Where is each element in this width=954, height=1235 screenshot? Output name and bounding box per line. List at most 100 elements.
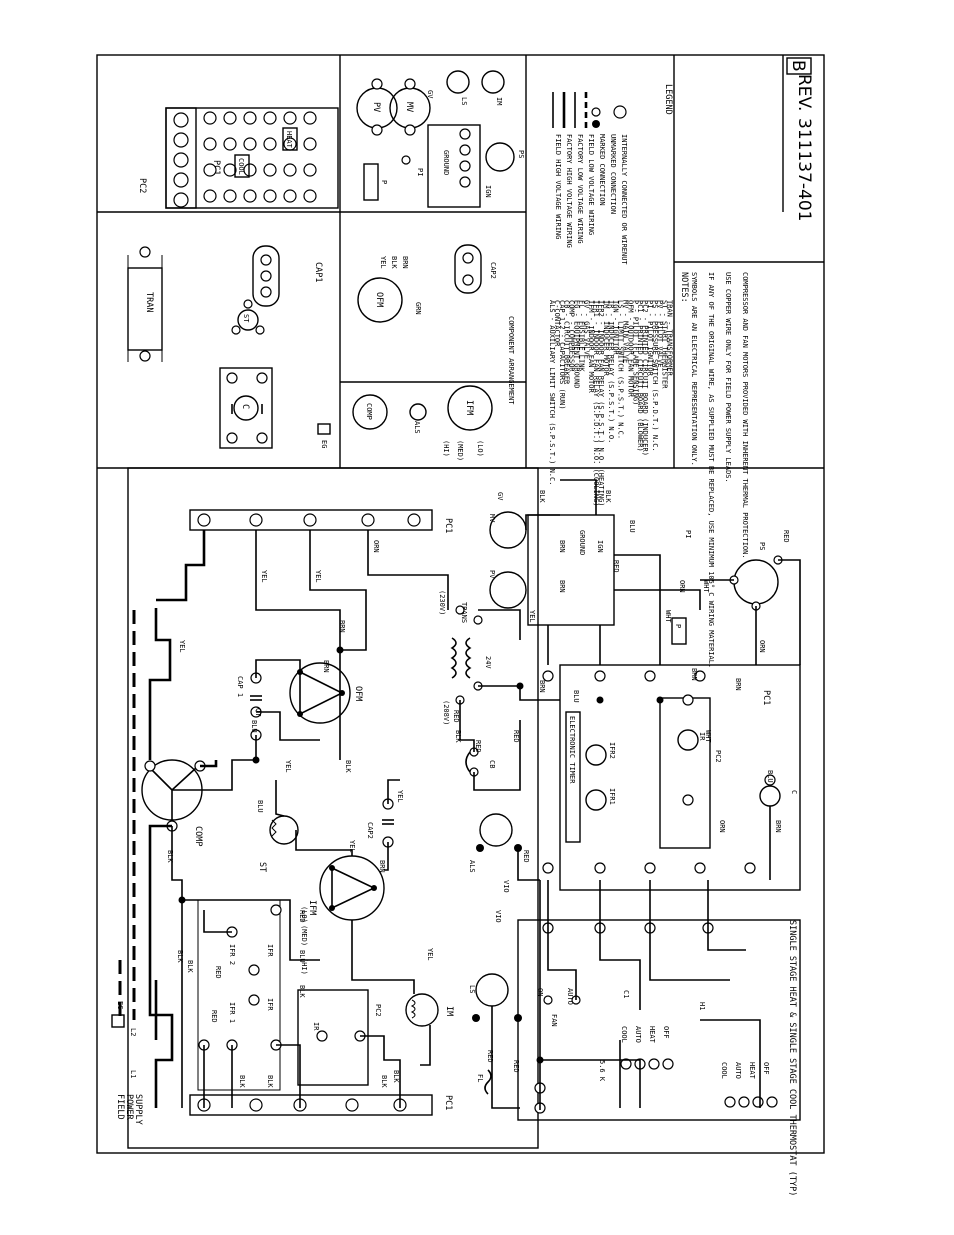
svg-text:PI: PI bbox=[416, 168, 424, 176]
outdoor-fan-motor bbox=[289, 662, 351, 724]
thermostat-caption: SINGLE STAGE HEAT & SINGLE STAGE COOL TH… bbox=[787, 920, 797, 1196]
wire-color-label: BLK bbox=[266, 1075, 274, 1088]
wire-color-label: BRN bbox=[378, 860, 386, 873]
svg-text:GROUND: GROUND bbox=[578, 530, 586, 555]
wire-color-label: RED bbox=[486, 1050, 494, 1063]
wire-color-label: RED bbox=[612, 560, 620, 573]
note-item: IF ANY OF THE ORIGINAL WIRE, AS SUPPLIED… bbox=[707, 272, 715, 668]
wire-color-label: BLK bbox=[298, 985, 306, 998]
svg-text:IFR 2: IFR 2 bbox=[228, 944, 236, 965]
svg-text:5.6 K: 5.6 K bbox=[598, 1060, 606, 1082]
svg-text:LS: LS bbox=[460, 97, 468, 105]
wire-color-label: RED bbox=[512, 730, 520, 743]
wire-color-label: BLK bbox=[392, 1070, 400, 1083]
svg-text:PV: PV bbox=[371, 102, 381, 112]
legend-item: COMP - COMPRESSOR bbox=[568, 300, 576, 372]
thermostat-switch-label: COOL bbox=[620, 1026, 628, 1043]
legend-item: IFR1 - INDOOR FAN RELAY (S.P.D.T.) N.O. … bbox=[592, 300, 600, 507]
svg-text:CB: CB bbox=[488, 760, 496, 768]
pc1-bottom-strip bbox=[189, 1094, 433, 1116]
wire-color-label: RED bbox=[298, 910, 306, 923]
schematic: FIELD POWER SUPPLY L1 L2 EG PC1 PC1 COMP… bbox=[111, 492, 801, 1196]
revision-letter: B bbox=[788, 60, 808, 72]
wire-color-label: BRN bbox=[338, 620, 346, 633]
wire-color-label: RED bbox=[214, 966, 222, 979]
motor-arrangement: OFM YEL BLK BRN GRN CAP2 COMPONENT ARRAN… bbox=[352, 244, 515, 461]
wire-color-label: BLK bbox=[344, 760, 352, 773]
svg-text:IFR: IFR bbox=[266, 998, 274, 1011]
part-number-block: 311137-401 REV. B bbox=[786, 57, 814, 221]
legend-item: IFR2 - INDOOR FAN RELAY (S.P.S.T.) N.O. … bbox=[597, 300, 605, 507]
wire-color-label: BLK bbox=[238, 1075, 246, 1088]
wire-color-label: BLU bbox=[250, 720, 258, 733]
svg-text:ST: ST bbox=[242, 314, 250, 323]
legend-item: CB - CIRCUIT BREAKER bbox=[563, 300, 571, 385]
gas-controls-arrangement: PV MV GV LS IM GROUND IGN PS P PI bbox=[356, 70, 525, 208]
svg-text:MV: MV bbox=[404, 102, 414, 112]
svg-text:IGN: IGN bbox=[596, 540, 604, 553]
wire-color-label: BLU bbox=[628, 520, 636, 533]
thermostat-switch-label: HEAT bbox=[648, 1026, 656, 1044]
svg-text:COOL: COOL bbox=[237, 158, 245, 175]
svg-text:IFR 1: IFR 1 bbox=[228, 1002, 236, 1023]
svg-text:FAN: FAN bbox=[550, 1014, 558, 1027]
cap1-block bbox=[252, 245, 280, 307]
wire-color-label: VIO bbox=[502, 880, 510, 893]
svg-text:IFR2: IFR2 bbox=[608, 742, 616, 759]
svg-text:ST: ST bbox=[257, 862, 267, 872]
svg-text:EG: EG bbox=[320, 440, 328, 448]
wiring-legend-item: FACTORY HIGH VOLTAGE WIRING bbox=[565, 134, 573, 248]
wire-color-labels: YEL YEL YEL ORN BLU YEL BLU BLK BLK BLK BLK BLK RED R… bbox=[166, 490, 790, 1088]
schematic-area bbox=[127, 467, 539, 1149]
svg-text:ALS: ALS bbox=[413, 421, 421, 434]
svg-text:PS: PS bbox=[517, 150, 525, 158]
wiring-legend-item: INTERNALLY CONNECTED OR WIRENUT bbox=[620, 134, 628, 265]
svg-text:L2: L2 bbox=[129, 1028, 137, 1036]
wire-color-label: ORN bbox=[372, 540, 380, 553]
svg-text:IR: IR bbox=[312, 1022, 320, 1031]
svg-text:IM: IM bbox=[444, 1006, 454, 1016]
legend-item: C-CONTACTOR bbox=[553, 300, 561, 347]
svg-text:OFM: OFM bbox=[374, 292, 384, 307]
legend: LEGEND ALS - AUXILIARY LIMIT SWITCH (S.P… bbox=[548, 84, 674, 507]
wire-color-label: BLK bbox=[176, 950, 184, 963]
wire-color-label: BLK bbox=[380, 1075, 388, 1088]
component-arrangement-title: COMPONENT ARRANGEMENT bbox=[507, 316, 515, 405]
svg-text:CAP 1: CAP 1 bbox=[236, 676, 244, 697]
svg-text:(HI): (HI) bbox=[442, 440, 450, 457]
svg-text:IM: IM bbox=[495, 97, 503, 105]
svg-text:FIELD: FIELD bbox=[115, 1094, 125, 1120]
svg-text:IFM: IFM bbox=[307, 900, 317, 915]
wire-color-label: WHT bbox=[702, 580, 710, 593]
thermostat-switch-label: OFF bbox=[662, 1026, 670, 1039]
inducer-motor bbox=[405, 993, 439, 1027]
svg-text:ALS: ALS bbox=[468, 860, 476, 873]
svg-text:(LO): (LO) bbox=[476, 440, 484, 457]
pc-board-layout: PC2 PC1 HEAT COOL bbox=[137, 107, 339, 209]
thermostat-mode-label: COOL bbox=[720, 1062, 728, 1079]
wire-color-label: BLU bbox=[298, 950, 306, 963]
legend-item: LS - LIMIT SWITCH (S.P.S.T.) N.C. bbox=[617, 300, 625, 439]
wire-color-label: YEL bbox=[348, 840, 356, 853]
svg-text:FL: FL bbox=[476, 1074, 484, 1082]
wire-color-label: BRN bbox=[558, 580, 566, 593]
svg-text:HEAT: HEAT bbox=[285, 131, 293, 149]
thermostat-mode-label: AUTO bbox=[734, 1062, 742, 1079]
legend-item: TRAN - TRANSFORMER bbox=[666, 300, 674, 377]
wire-color-label: BLU bbox=[572, 690, 580, 703]
legend-item: FL - FUSIBLE LINK bbox=[577, 300, 585, 372]
pc1-top-strip bbox=[189, 509, 433, 531]
svg-text:GROUND: GROUND bbox=[442, 150, 450, 175]
svg-text:PV: PV bbox=[488, 570, 496, 579]
svg-text:IFR1: IFR1 bbox=[608, 788, 616, 805]
wire-color-label: YEL bbox=[528, 610, 536, 623]
legend-item: IFM - INDOOR FAN MOTOR bbox=[587, 300, 595, 394]
legend-item: ALS - AUXILIARY LIMIT SWITCH (S.P.S.T.) … bbox=[548, 300, 556, 485]
wire-color-label: YEL bbox=[178, 640, 186, 653]
wire-color-label: BLK bbox=[454, 730, 462, 743]
wire-color-label: BLK bbox=[538, 490, 546, 503]
wire-color-label: YEL bbox=[314, 570, 322, 583]
wiring-legend-item: FIELD HIGH VOLTAGE WIRING bbox=[554, 134, 562, 239]
svg-text:24V: 24V bbox=[484, 656, 492, 669]
